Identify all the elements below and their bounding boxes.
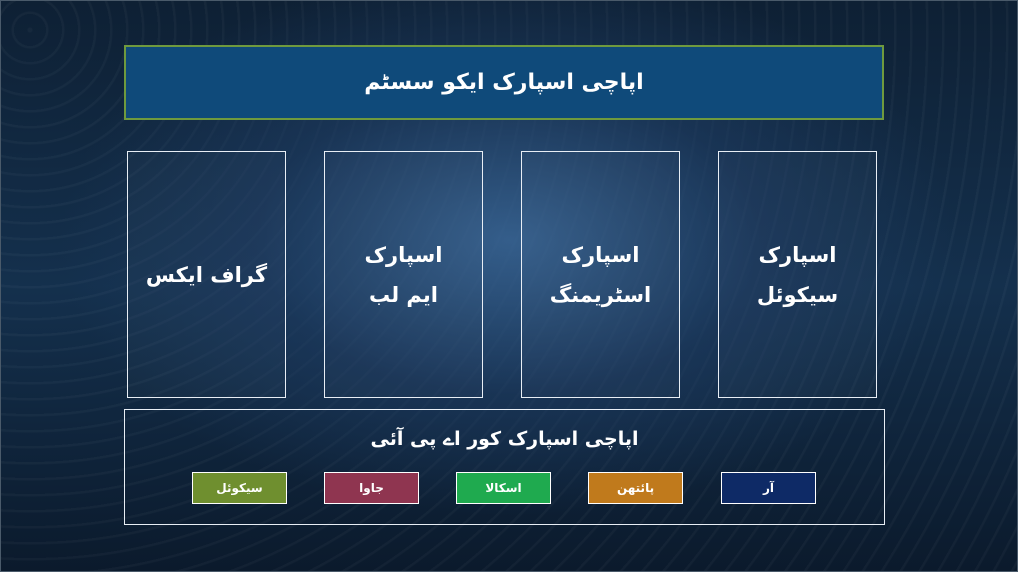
library-box-graphx: گراف ایکس	[127, 151, 286, 398]
library-label-sql-line2: سیکوئل	[756, 282, 839, 307]
library-label-mllib-line1: اسپارک	[364, 242, 443, 267]
language-python-button[interactable]: پائتھن	[588, 472, 683, 504]
library-box-streaming: اسپارک اسٹریمنگ	[521, 151, 680, 398]
language-java-button[interactable]: جاوا	[324, 472, 419, 504]
core-api-box: اپاچی اسپارک کور اے پی آئی سیکوئل جاوا ا…	[124, 409, 885, 525]
library-label-streaming-line1: اسپارک	[561, 242, 640, 267]
library-label-sql-line1: اسپارک	[758, 242, 837, 267]
library-label-mllib-line2: ایم لب	[369, 282, 438, 307]
ecosystem-title-box: اپاچی اسپارک ایکو سسٹم	[124, 45, 884, 120]
library-box-sql: اسپارک سیکوئل	[718, 151, 877, 398]
library-label-streaming-line2: اسٹریمنگ	[549, 282, 652, 307]
language-scala-button[interactable]: اسکالا	[456, 472, 551, 504]
library-label-graphx: گراف ایکس	[145, 262, 268, 287]
language-sql-button[interactable]: سیکوئل	[192, 472, 287, 504]
ecosystem-title: اپاچی اسپارک ایکو سسٹم	[364, 70, 644, 95]
language-r-button[interactable]: آر	[721, 472, 816, 504]
library-box-mllib: اسپارک ایم لب	[324, 151, 483, 398]
core-api-title: اپاچی اسپارک کور اے پی آئی	[370, 428, 639, 450]
